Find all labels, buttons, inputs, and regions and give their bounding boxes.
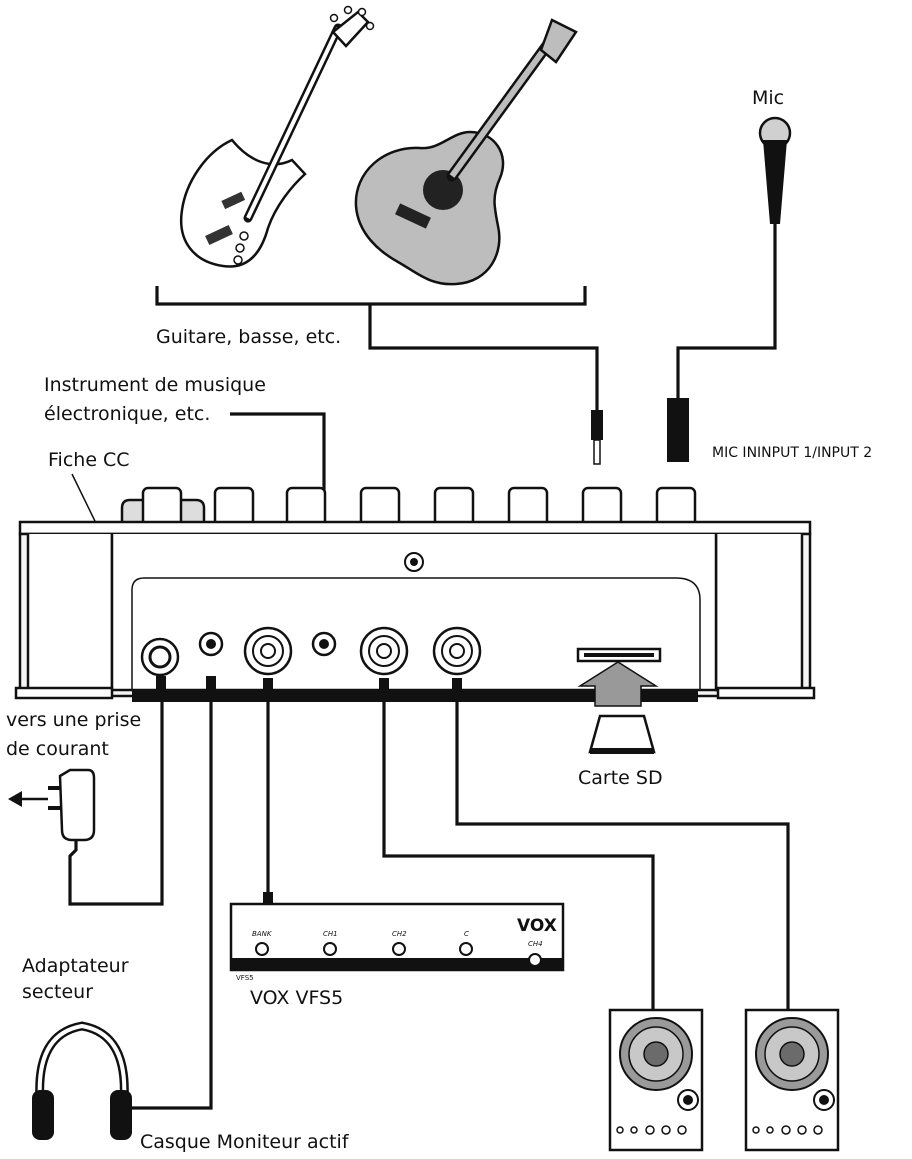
footswitch-model-mark: VFS5: [236, 974, 254, 982]
sd-card-icon: [588, 714, 656, 754]
sd-card-label: Carte SD: [578, 767, 663, 789]
dc-in-jack: [140, 637, 180, 677]
svg-text:BANK: BANK: [252, 930, 273, 938]
headphone-out-jack: [198, 631, 224, 657]
footswitch-label: VOX VFS5: [250, 987, 343, 1009]
output-left-jack: [359, 626, 409, 676]
main-device-unit: [14, 486, 816, 702]
mic-xlr-plug-icon: [667, 398, 689, 462]
guitar-bass-label: Guitare, basse, etc.: [156, 326, 341, 348]
electric-bass-icon: [179, 5, 375, 268]
footswitch-brand-logo: VOX: [517, 916, 557, 936]
footswitch-button-bank: BANK: [252, 930, 273, 956]
outlet-label-1: vers une prise: [6, 709, 141, 731]
footswitch-button-ch2: CH2: [392, 930, 407, 956]
monitor-speaker-left-icon: [608, 1008, 704, 1152]
footswitch-button-ch1: CH1: [323, 930, 338, 956]
ac-adapter-icon: [48, 768, 96, 842]
svg-text:CH4: CH4: [528, 940, 543, 948]
footswitch-jack: [243, 626, 293, 676]
sd-card-slot: [576, 647, 662, 663]
svg-text:C: C: [464, 930, 469, 938]
svg-text:CH1: CH1: [323, 930, 338, 938]
headphones-monitor-label: Casque Moniteur actif: [140, 1131, 350, 1153]
outlet-label-2: de courant: [6, 738, 109, 760]
control-knobs: [120, 486, 697, 530]
electronic-instrument-label-2: électronique, etc.: [44, 403, 210, 425]
mic-input-label: MIC ININPUT 1/INPUT 2: [712, 445, 872, 461]
headphones-icon: [32, 1021, 132, 1140]
output-right-jack: [432, 626, 482, 676]
guitar-jack-plug-icon: [591, 410, 603, 465]
acoustic-guitar-icon: [354, 18, 578, 286]
outlet-arrow-icon: [8, 791, 48, 807]
footswitch-button-ch4: CH4: [528, 940, 543, 967]
monitor-speaker-right-icon: [744, 1008, 840, 1152]
microphone-icon: [758, 116, 792, 224]
footswitch-unit: VOX VFS5 BANK CH1 CH2 C CH4: [229, 902, 565, 982]
ac-adapter-label-1: Adaptateur: [22, 955, 129, 977]
dc-plug-label: Fiche CC: [48, 449, 130, 471]
svg-text:CH2: CH2: [392, 930, 407, 938]
footswitch-button-c: C: [459, 930, 473, 956]
sd-card-insert-arrow-icon: [577, 661, 659, 707]
electronic-instrument-label-1: Instrument de musique: [44, 374, 266, 396]
line-in-jack: [311, 631, 337, 657]
mic-label: Mic: [752, 87, 784, 109]
ac-adapter-label-2: secteur: [22, 981, 93, 1003]
